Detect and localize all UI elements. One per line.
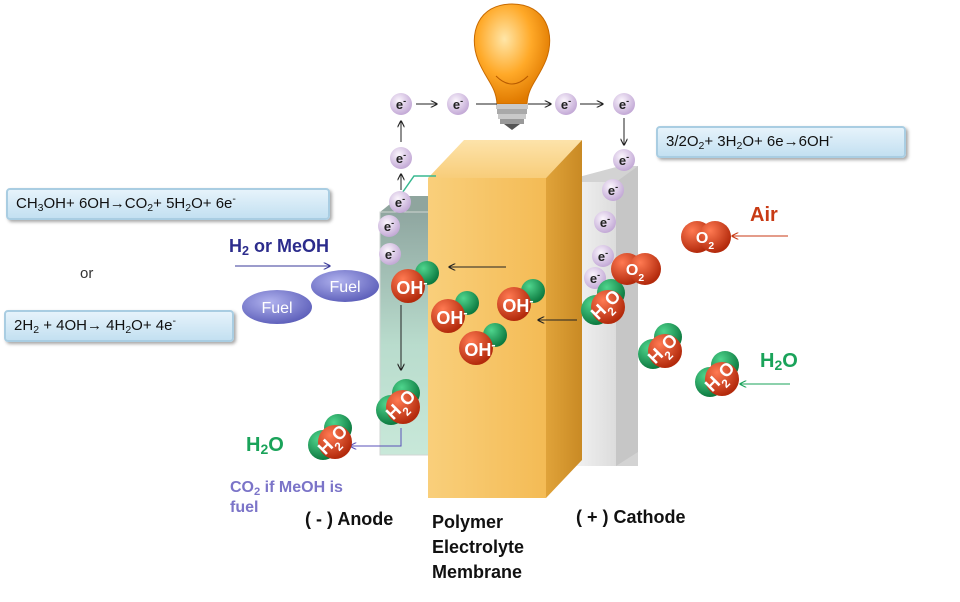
electron: e- bbox=[390, 147, 412, 169]
exhaust-arrow bbox=[350, 428, 402, 446]
electrons: e-e-e-e-e-e-e-e-e-e-e-e-e- bbox=[378, 93, 635, 289]
cathode-label: ( + ) Cathode bbox=[576, 507, 686, 527]
hydroxide-ion: OH- bbox=[431, 291, 479, 333]
electron: e- bbox=[389, 191, 411, 213]
electron: e- bbox=[555, 93, 577, 115]
reaction-arrow-icon: → bbox=[109, 195, 125, 212]
fuel-label: Fuel bbox=[329, 279, 360, 296]
svg-text:OH-: OH- bbox=[436, 306, 467, 328]
electron: e- bbox=[613, 93, 635, 115]
fuel-input-label: H2 or MeOH bbox=[229, 236, 330, 258]
hydroxide-ion: OH- bbox=[497, 279, 545, 321]
hydroxide-ion: OH- bbox=[459, 323, 507, 365]
reaction-arrow-icon: → bbox=[86, 317, 102, 334]
hydroxide-ion: OH- bbox=[391, 261, 439, 303]
water-in-label: H2O bbox=[760, 350, 798, 373]
cathode-equation: 3/2O2+ 3H2O+ 6e→6OH- bbox=[656, 126, 906, 158]
svg-text:OH-: OH- bbox=[396, 276, 427, 298]
electron: e- bbox=[594, 211, 616, 233]
electron: e- bbox=[447, 93, 469, 115]
svg-text:e-: e- bbox=[619, 96, 629, 112]
svg-text:e-: e- bbox=[598, 248, 608, 264]
svg-text:e-: e- bbox=[561, 96, 571, 112]
electron: e- bbox=[390, 93, 412, 115]
membrane-label: Polymer Electrolyte Membrane bbox=[432, 512, 525, 582]
svg-text:O2: O2 bbox=[696, 230, 714, 252]
or-label: or bbox=[80, 265, 94, 282]
svg-text:e-: e- bbox=[385, 246, 395, 262]
fuel-label: Fuel bbox=[261, 300, 292, 317]
fuel-molecule: Fuel bbox=[242, 290, 312, 324]
anode-label: ( - ) Anode bbox=[305, 509, 394, 529]
electron: e- bbox=[584, 267, 606, 289]
co2-note: CO2 if MeOH is fuel bbox=[230, 479, 343, 516]
svg-text:e-: e- bbox=[396, 96, 406, 112]
water-molecule: H2O bbox=[581, 279, 625, 325]
water-out-label: H2O bbox=[246, 434, 284, 457]
electron-circuit bbox=[400, 104, 624, 197]
light-bulb-icon bbox=[473, 3, 551, 130]
water-molecule: H2O bbox=[376, 379, 420, 425]
svg-text:e-: e- bbox=[396, 150, 406, 166]
svg-text:e-: e- bbox=[600, 214, 610, 230]
reaction-arrow-icon: → bbox=[783, 133, 799, 150]
air-label: Air bbox=[750, 204, 778, 226]
water-molecule: H2O bbox=[695, 351, 739, 397]
svg-text:e-: e- bbox=[384, 218, 394, 234]
electron: e- bbox=[592, 245, 614, 267]
svg-text:O2: O2 bbox=[626, 262, 644, 284]
oxygen-molecule: O2 bbox=[681, 221, 731, 253]
flow-arrows bbox=[235, 236, 790, 446]
fuel-molecule: Fuel bbox=[311, 270, 379, 302]
anode-hydrogen-equation: 2H2 + 4OH→ 4H2O+ 4e- bbox=[4, 310, 234, 342]
svg-text:OH-: OH- bbox=[502, 294, 533, 316]
electron: e- bbox=[379, 243, 401, 265]
electron: e- bbox=[613, 149, 635, 171]
svg-text:e-: e- bbox=[608, 182, 618, 198]
svg-text:e-: e- bbox=[619, 152, 629, 168]
electron: e- bbox=[378, 215, 400, 237]
svg-text:e-: e- bbox=[590, 270, 600, 286]
svg-text:OH-: OH- bbox=[464, 338, 495, 360]
electron: e- bbox=[602, 179, 624, 201]
water-molecule: H2O bbox=[638, 323, 682, 369]
water-molecule: H2O bbox=[308, 414, 352, 460]
svg-text:e-: e- bbox=[395, 194, 405, 210]
anode-methanol-equation: CH3OH+ 6OH→CO2+ 5H2O+ 6e- bbox=[6, 188, 330, 220]
svg-text:e-: e- bbox=[453, 96, 463, 112]
oxygen-molecule: O2 bbox=[611, 253, 661, 285]
